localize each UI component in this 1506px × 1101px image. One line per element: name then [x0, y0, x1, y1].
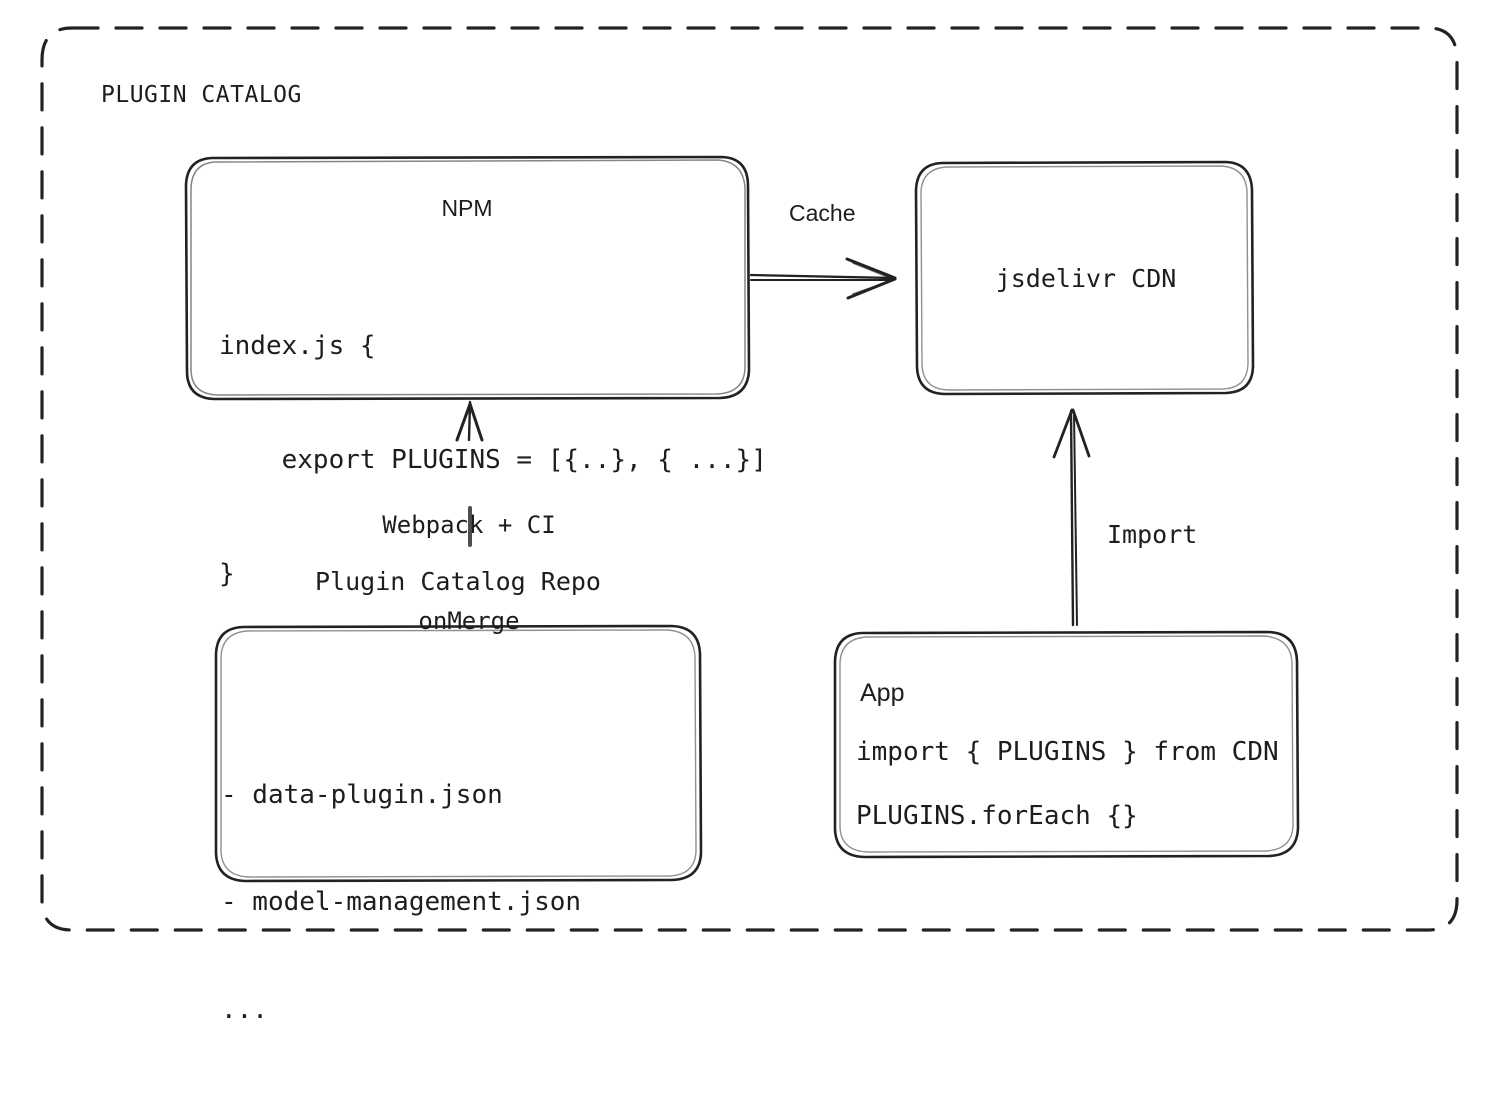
import-arrow-shaft-a [1069, 409, 1075, 627]
npm-code-block: index.js { export PLUGINS = [{..}, { ...… [219, 252, 767, 669]
repo-file-list: - data-plugin.json - model-management.js… [221, 706, 581, 1101]
import-edge-label: Import [1107, 520, 1198, 549]
diagram-title: PLUGIN CATALOG [101, 82, 302, 108]
repo-to-npm-edge-label: Webpack + CI onMerge [283, 446, 655, 701]
cdn-node-label: jsdelivr CDN [995, 264, 1177, 293]
import-arrow-head-right [1071, 408, 1091, 458]
cache-edge-label: Cache [789, 200, 856, 226]
repo-file-item-1: - data-plugin.json [221, 779, 503, 810]
cache-arrow-head-upper [845, 257, 897, 280]
repo-to-npm-edge-label-line-1: Webpack + CI [382, 510, 556, 539]
cache-arrow-head-upper2 [852, 262, 894, 280]
app-node-label: App [860, 679, 905, 707]
repo-to-npm-edge-label-line-2: onMerge [418, 606, 520, 635]
npm-code-line-1: index.js { [219, 330, 376, 361]
import-arrow-shaft-b [1073, 411, 1078, 626]
npm-node-label: NPM [441, 195, 493, 221]
npm-code-line-3: } [219, 558, 235, 589]
repo-file-item-2: - model-management.json [221, 887, 582, 918]
cache-arrow-head-lower2 [852, 279, 894, 295]
cache-arrow-head-lower [846, 277, 897, 300]
repo-node-caption: Plugin Catalog Repo [315, 567, 601, 596]
npm-code-line-2: export PLUGINS = [{..}, { ...}] [219, 444, 767, 475]
diagram-canvas: PLUGIN CATALOG NPM index.js { export PLU… [40, 26, 1459, 1025]
cache-arrow-shaft-a [749, 273, 895, 280]
app-code-line-2: PLUGINS.forEach {} [856, 801, 1138, 831]
repo-file-item-3: ... [221, 995, 268, 1025]
import-arrow-head-left [1052, 408, 1074, 459]
app-code-line-1: import { PLUGINS } from CDN [856, 737, 1279, 767]
